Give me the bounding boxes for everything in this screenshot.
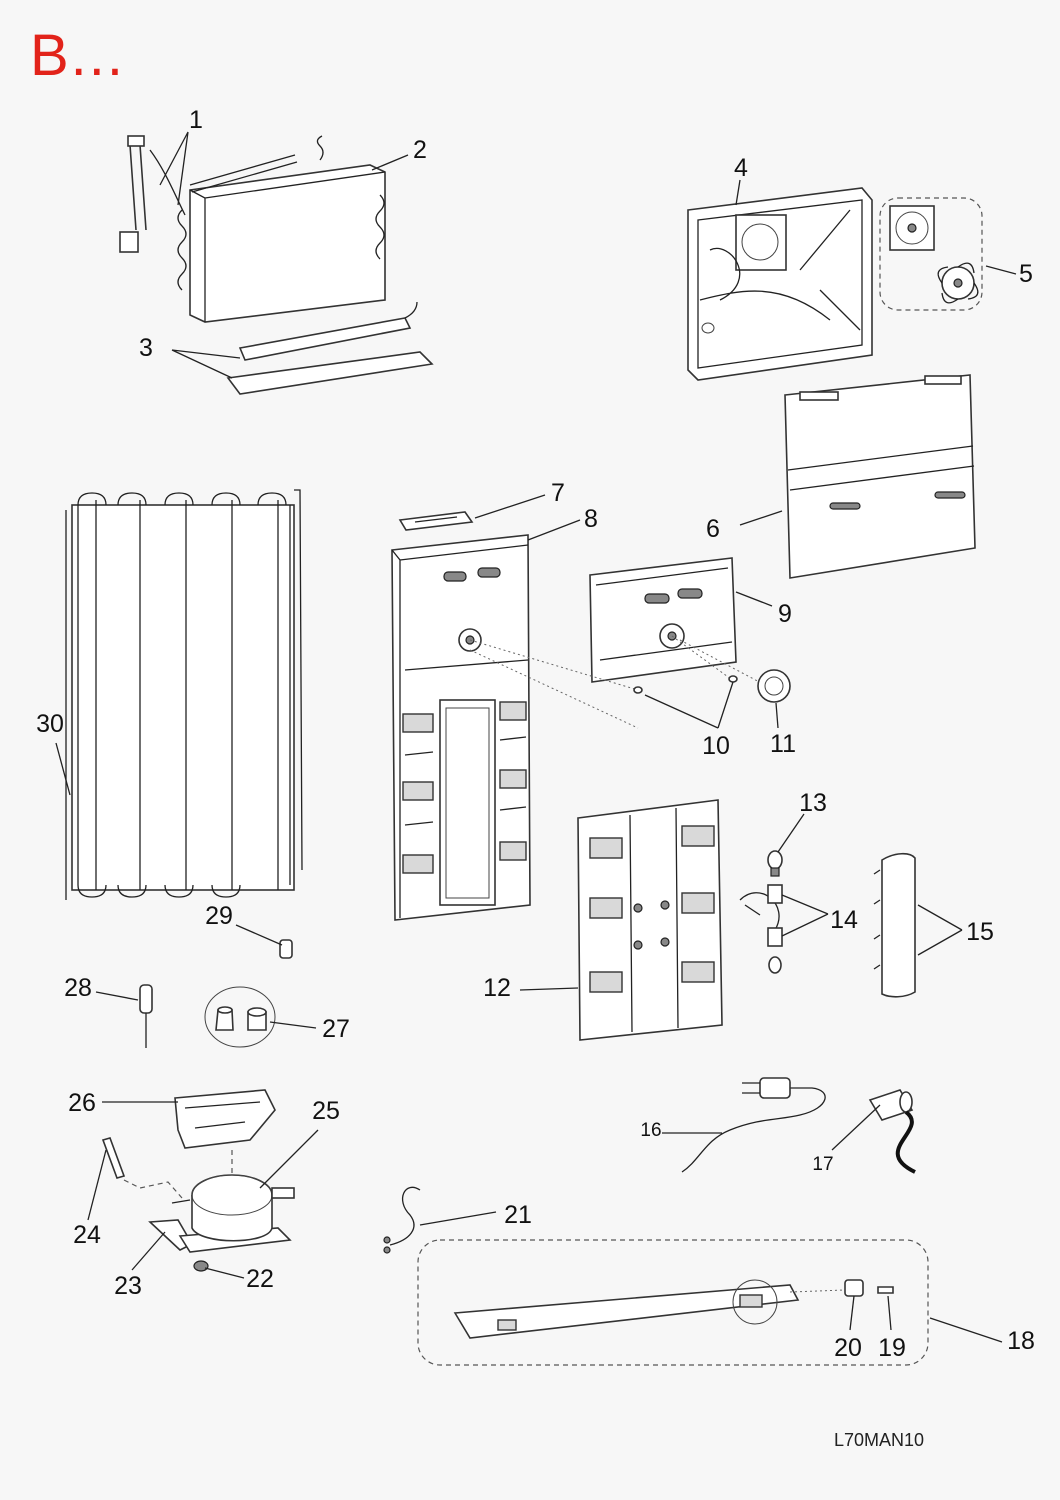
part-12-lamp-housing (577, 799, 723, 1041)
part-14-lamp-holder (739, 884, 783, 974)
callout-11: 11 (770, 730, 796, 758)
part-28-thermistor (139, 984, 153, 1048)
callout-14: 14 (830, 906, 858, 934)
callout-28: 28 (64, 974, 92, 1002)
part-9-control-housing (589, 557, 737, 683)
part-15-strip (873, 852, 916, 998)
section-title: B... (30, 23, 126, 88)
callout-13: 13 (799, 789, 827, 817)
leader-lines (55, 131, 1017, 1343)
callout-18: 18 (1007, 1327, 1035, 1355)
callout-3: 3 (139, 334, 153, 362)
callout-8: 8 (584, 505, 598, 533)
callout-23: 23 (114, 1272, 142, 1300)
part-6-cover-panel (784, 374, 976, 579)
part-17-capacitor (868, 1089, 916, 1174)
part-30-condenser (65, 489, 303, 900)
part-2-evaporator (177, 135, 386, 323)
callout-30: 30 (36, 710, 64, 738)
callout-24: 24 (73, 1221, 101, 1249)
callout-21: 21 (504, 1201, 532, 1229)
callout-5: 5 (1019, 260, 1033, 288)
part-27-rubber-feet (204, 986, 276, 1048)
callout-2: 2 (413, 136, 427, 164)
part-16-power-cord (681, 1077, 826, 1173)
callout-15: 15 (966, 918, 994, 946)
part-5-fan-motor (879, 197, 983, 311)
part-3-heater (226, 301, 434, 395)
part-22-grommet (193, 1260, 209, 1272)
callout-20: 20 (834, 1334, 862, 1362)
callout-6: 6 (706, 515, 720, 543)
callout-16: 16 (640, 1120, 661, 1141)
callout-10: 10 (702, 732, 730, 760)
callout-7: 7 (551, 479, 565, 507)
callout-26: 26 (68, 1089, 96, 1117)
part-21-earth-wire (383, 1186, 421, 1254)
callout-12: 12 (483, 974, 511, 1002)
part-29-sleeve (279, 939, 293, 959)
part-26-drip-tray (174, 1089, 276, 1175)
callout-25: 25 (312, 1097, 340, 1125)
part-25-compressor (171, 1174, 295, 1253)
part-11-knob (757, 669, 791, 703)
part-4-air-duct-panel (687, 187, 873, 381)
callout-9: 9 (778, 600, 792, 628)
callout-17: 17 (812, 1154, 833, 1175)
callout-19: 19 (878, 1334, 906, 1362)
drawing-code: L70MAN10 (834, 1430, 925, 1450)
callout-labels: 1 2 3 4 5 6 7 8 9 10 11 12 13 14 15 16 1… (36, 106, 1035, 1362)
part-20-bushing (844, 1279, 864, 1297)
callout-4: 4 (734, 154, 748, 182)
part-7-frame (398, 511, 474, 531)
callout-1: 1 (189, 106, 203, 134)
part-1-wire-harness (119, 135, 186, 253)
callout-27: 27 (322, 1015, 350, 1043)
callout-29: 29 (205, 902, 233, 930)
part-19-pin (877, 1286, 894, 1294)
part-8-inner-panel (391, 534, 531, 921)
part-18-control-board-kit (417, 1239, 929, 1366)
callout-22: 22 (246, 1265, 274, 1293)
part-13-lamp (767, 850, 783, 877)
part-24-filter-drier (101, 1137, 183, 1199)
